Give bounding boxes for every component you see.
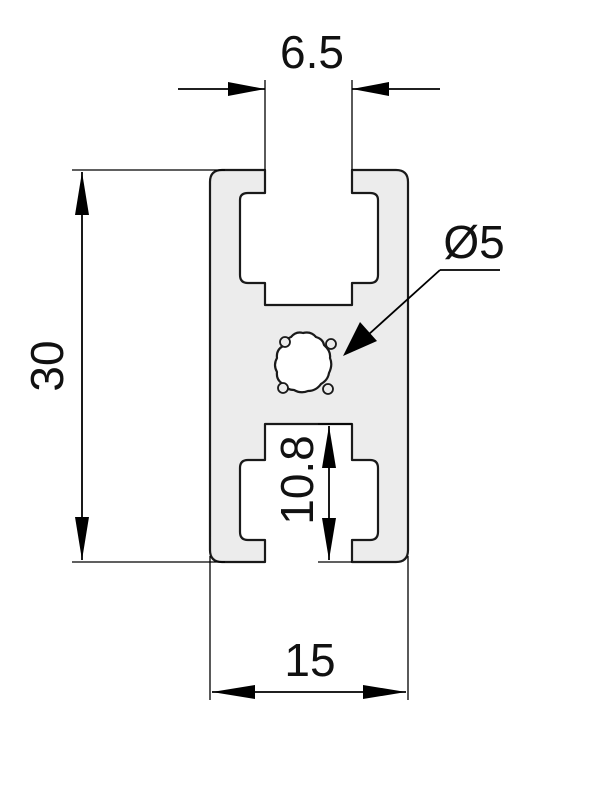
- bore-diameter-callout: Ø5: [343, 216, 505, 356]
- height-dimension: 30: [21, 169, 225, 563]
- center-bore: [273, 331, 337, 395]
- width-label: 15: [284, 634, 335, 686]
- bore-diameter-label: Ø5: [443, 216, 504, 268]
- height-label: 30: [21, 340, 73, 391]
- slot-depth-label: 10.8: [271, 435, 323, 525]
- slot-width-dimension: 6.5: [178, 26, 440, 170]
- width-dimension: 15: [209, 556, 409, 700]
- slot-depth-dimension: 10.8: [271, 423, 352, 563]
- slot-width-label: 6.5: [280, 26, 344, 78]
